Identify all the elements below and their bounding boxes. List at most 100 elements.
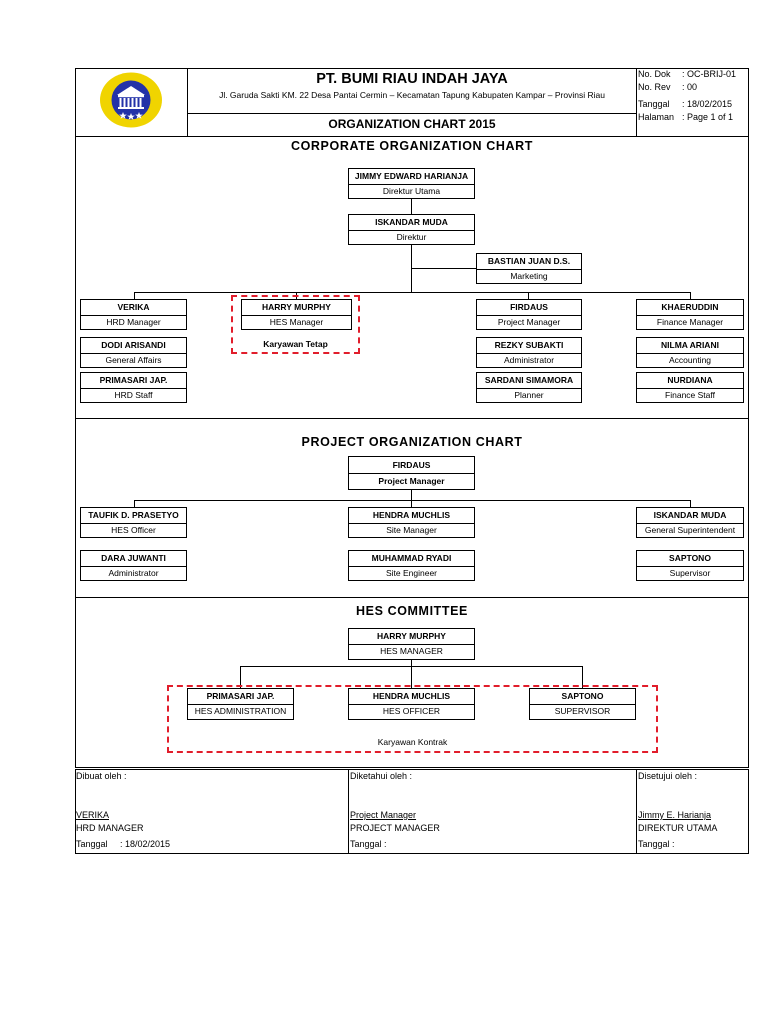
org-node-general-affairs: DODI ARISANDI General Affairs — [80, 337, 187, 368]
node-name: KHAERUDDIN — [637, 300, 743, 316]
node-role: HES MANAGER — [380, 646, 443, 656]
known-by-label: Diketahui oleh : — [350, 771, 413, 781]
org-node-project-manager-top: FIRDAUS Project Manager — [348, 456, 475, 490]
node-name: PRIMASARI JAP. — [188, 689, 293, 705]
made-by-date-label: Tanggal — [76, 839, 108, 849]
permanent-staff-label: Karyawan Tetap — [263, 339, 328, 349]
org-node-accounting: NILMA ARIANI Accounting — [636, 337, 744, 368]
connector-line — [690, 292, 691, 300]
document-title: ORGANIZATION CHART 2015 — [328, 117, 496, 131]
node-name: VERIKA — [81, 300, 186, 316]
company-address: Jl. Garuda Sakti KM. 22 Desa Pantai Cerm… — [219, 90, 605, 100]
connector-line — [690, 500, 691, 508]
connector-line — [582, 666, 583, 688]
meta-label-doc: No. Dok — [638, 69, 671, 79]
org-node-site-engineer: MUHAMMAD RYADI Site Engineer — [348, 550, 475, 581]
node-role: HES Manager — [269, 317, 324, 327]
node-role: Administrator — [503, 355, 555, 365]
node-name: ISKANDAR MUDA — [349, 215, 474, 231]
contract-staff-label: Karyawan Kontrak — [377, 737, 448, 747]
connector-line — [411, 199, 412, 215]
node-name: MUHAMMAD RYADI — [349, 551, 474, 567]
section-divider — [75, 597, 749, 598]
section-divider — [75, 418, 749, 419]
node-role: Site Manager — [386, 525, 437, 535]
org-node-project-administrator: DARA JUWANTI Administrator — [80, 550, 187, 581]
node-role: SUPERVISOR — [554, 706, 611, 716]
company-seal-logo — [99, 71, 163, 129]
connector-line — [134, 500, 135, 508]
connector-line — [411, 490, 412, 508]
node-role: HES OFFICER — [382, 706, 441, 716]
org-node-administrator: REZKY SUBAKTI Administrator — [476, 337, 582, 368]
org-node-finance-staff: NURDIANA Finance Staff — [636, 372, 744, 403]
org-node-hrd-manager: VERIKA HRD Manager — [80, 299, 187, 330]
meta-value-rev: : 00 — [682, 82, 698, 92]
connector-line — [134, 292, 135, 300]
node-role: HRD Manager — [106, 317, 161, 327]
node-name: NURDIANA — [637, 373, 743, 389]
connector-line — [134, 500, 690, 501]
node-name: HARRY MURPHY — [242, 300, 351, 316]
header-divider — [187, 68, 188, 136]
node-name: SARDANI SIMAMORA — [477, 373, 581, 389]
node-role: Project Manager — [378, 476, 445, 486]
hes-committee-title: HES COMMITTEE — [356, 604, 468, 618]
node-name: FIRDAUS — [477, 300, 581, 316]
node-role: General Affairs — [105, 355, 162, 365]
connector-line — [411, 268, 476, 269]
org-node-direktur-utama: JIMMY EDWARD HARIANJA Direktur Utama — [348, 168, 475, 199]
node-name: DODI ARISANDI — [81, 338, 186, 354]
org-node-general-superintendent: ISKANDAR MUDA General Superintendent — [636, 507, 744, 538]
node-name: SAPTONO — [530, 689, 635, 705]
node-name: FIRDAUS — [349, 457, 474, 474]
known-by-title: PROJECT MANAGER — [350, 823, 440, 833]
approved-by-name: Jimmy E. Harianja — [638, 810, 712, 820]
node-name: NILMA ARIANI — [637, 338, 743, 354]
connector-line — [240, 666, 582, 667]
made-by-label: Dibuat oleh : — [76, 771, 127, 781]
permanent-staff-group — [231, 295, 360, 354]
org-node-direktur: ISKANDAR MUDA Direktur — [348, 214, 475, 245]
node-name: SAPTONO — [637, 551, 743, 567]
org-node-hes-manager: HARRY MURPHY HES Manager — [241, 299, 352, 330]
org-node-supervisor: SAPTONO Supervisor — [636, 550, 744, 581]
node-name: ISKANDAR MUDA — [637, 508, 743, 524]
node-role: Accounting — [668, 355, 712, 365]
made-by-name: VERIKA — [76, 810, 110, 820]
org-node-hrd-staff: PRIMASARI JAP. HRD Staff — [80, 372, 187, 403]
node-role: Supervisor — [669, 568, 711, 578]
org-node-hes-committee-manager: HARRY MURPHY HES MANAGER — [348, 628, 475, 660]
org-node-site-manager: HENDRA MUCHLIS Site Manager — [348, 507, 475, 538]
org-node-marketing: BASTIAN JUAN D.S. Marketing — [476, 253, 582, 284]
approved-by-title: DIREKTUR UTAMA — [638, 823, 718, 833]
meta-value-doc: : OC-BRIJ-01 — [682, 69, 737, 79]
known-by-name: Project Manager — [350, 810, 417, 820]
made-by-title: HRD MANAGER — [76, 823, 144, 833]
header-divider — [187, 113, 636, 114]
signoff-divider — [348, 769, 349, 854]
node-role: General Superintendent — [644, 525, 736, 535]
corporate-chart-title: CORPORATE ORGANIZATION CHART — [290, 139, 534, 153]
node-role: Administrator — [108, 568, 159, 578]
signoff-divider — [636, 769, 637, 854]
node-role: Project Manager — [497, 317, 561, 327]
connector-line — [411, 245, 412, 293]
node-name: HENDRA MUCHLIS — [349, 689, 474, 705]
approved-by-date-label: Tanggal : — [638, 839, 675, 849]
node-name: REZKY SUBAKTI — [477, 338, 581, 354]
node-name: PRIMASARI JAP. — [81, 373, 186, 389]
node-role: Direktur Utama — [382, 186, 441, 196]
node-role: Marketing — [510, 271, 548, 281]
header-divider — [636, 68, 637, 136]
header-divider — [75, 136, 749, 137]
node-name: JIMMY EDWARD HARIANJA — [349, 169, 474, 185]
node-name: DARA JUWANTI — [81, 551, 186, 567]
node-name: BASTIAN JUAN D.S. — [477, 254, 581, 270]
node-role: HRD Staff — [114, 390, 153, 400]
node-name: TAUFIK D. PRASETYO — [81, 508, 186, 524]
node-role: Planner — [514, 390, 544, 400]
node-role: Finance Manager — [656, 317, 724, 327]
contract-staff-group — [167, 685, 658, 753]
meta-value-page: : Page 1 of 1 — [682, 112, 734, 122]
